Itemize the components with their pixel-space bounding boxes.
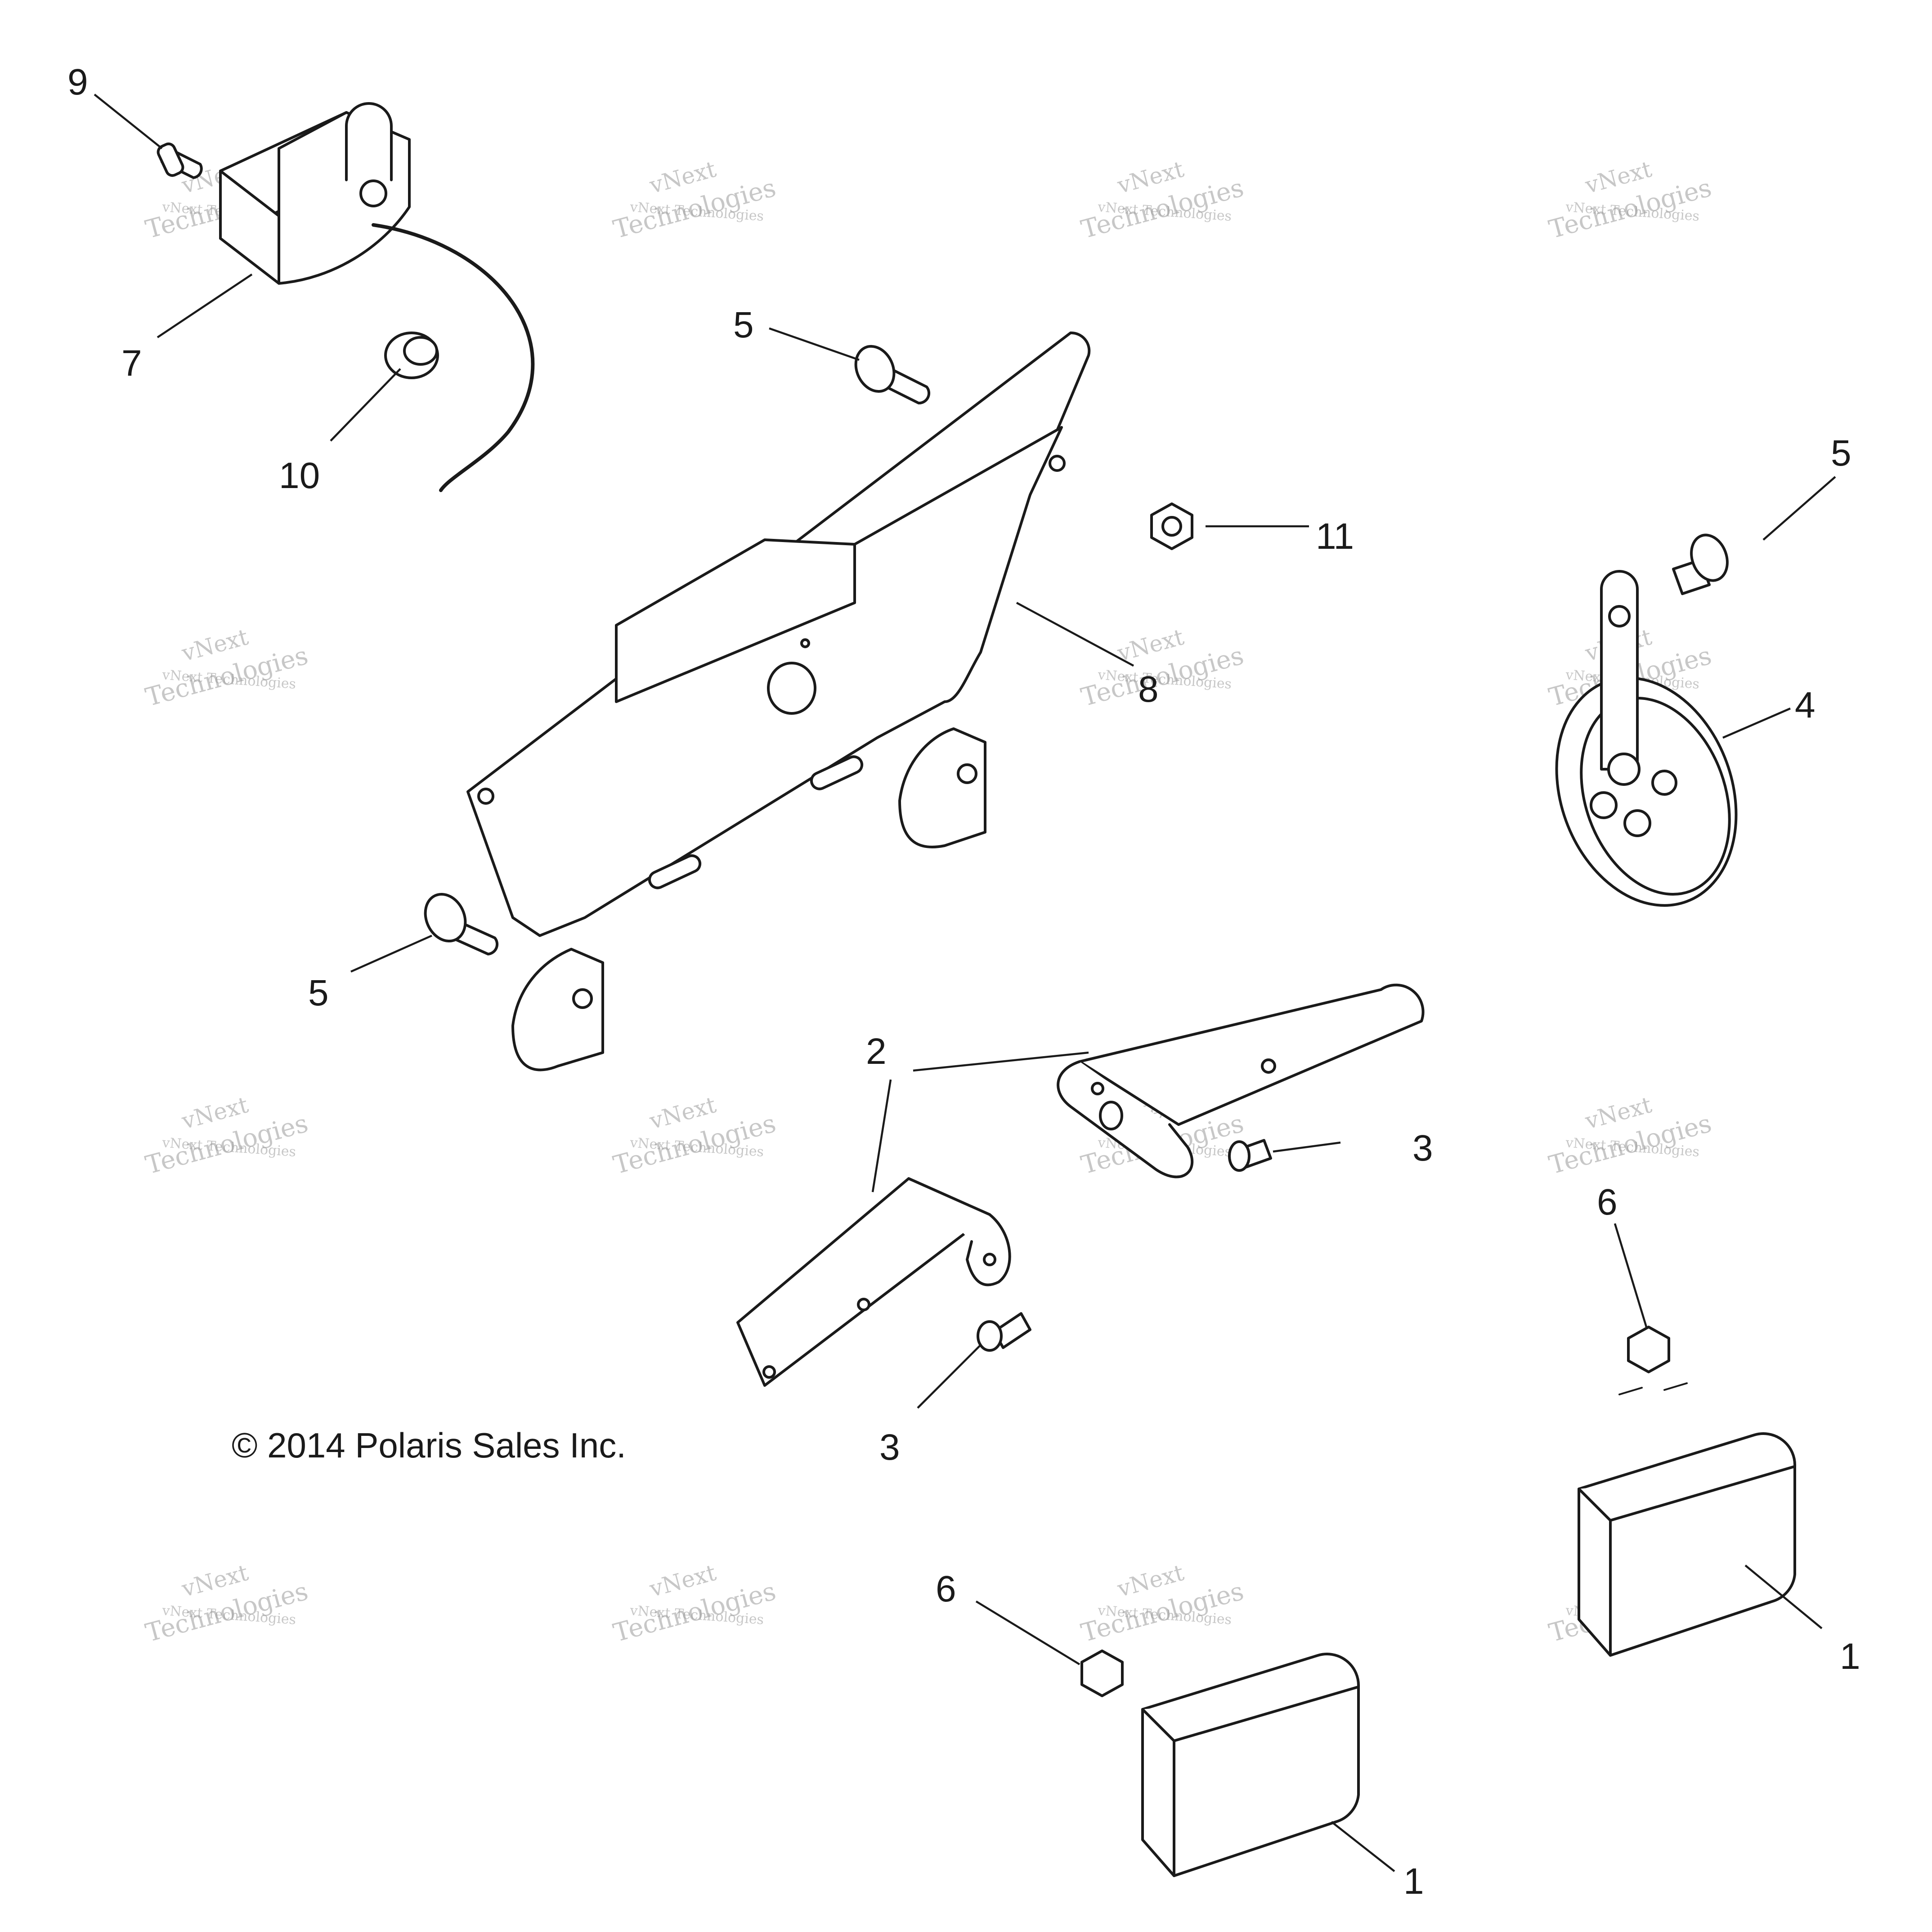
part-1-lamp-right: [1578, 1382, 1797, 1657]
part-5-bolt-left: [424, 892, 499, 955]
callout-8: 8: [1138, 669, 1159, 710]
part-10-grommet: [384, 332, 439, 379]
callout-6-lower: 6: [936, 1569, 956, 1609]
part-8-bracket: [466, 331, 1091, 1071]
part-6-nut-lower: [1080, 1650, 1124, 1697]
callout-5-right: 5: [1831, 433, 1851, 474]
part-4-horn: [1555, 570, 1738, 907]
part-6-nut-right: [1627, 1326, 1670, 1373]
callout-1-lower: 1: [1403, 1861, 1424, 1902]
callout-3-lower: 3: [879, 1427, 900, 1468]
callout-3-right: 3: [1412, 1128, 1433, 1169]
part-7-housing: [219, 102, 411, 285]
part-9-screw: [157, 142, 203, 179]
callout-1-right: 1: [1840, 1636, 1860, 1677]
callout-11: 11: [1316, 516, 1354, 557]
leader-lines: [94, 94, 1836, 1872]
wire: [372, 223, 535, 492]
part-5-bolt-right: [1672, 533, 1729, 595]
callout-5-left: 5: [308, 973, 329, 1013]
part-2-bracket-lower: [736, 1177, 1011, 1387]
callout-4: 4: [1795, 685, 1815, 726]
part-3-screw-right: [1228, 1139, 1272, 1172]
part-2-bracket-upper: [1057, 983, 1425, 1179]
callout-9: 9: [67, 62, 88, 103]
copyright-notice: © 2014 Polaris Sales Inc.: [232, 1425, 626, 1465]
part-1-lamp-lower: [1141, 1653, 1360, 1877]
part-3-screw-lower: [977, 1312, 1031, 1352]
part-11-nut: [1150, 502, 1193, 550]
callout-6-right: 6: [1597, 1182, 1618, 1223]
part-5-bolt-top: [854, 345, 931, 405]
callout-2: 2: [866, 1031, 887, 1072]
callout-10: 10: [279, 455, 320, 496]
callout-5-top: 5: [733, 305, 754, 345]
callout-7: 7: [121, 343, 142, 384]
